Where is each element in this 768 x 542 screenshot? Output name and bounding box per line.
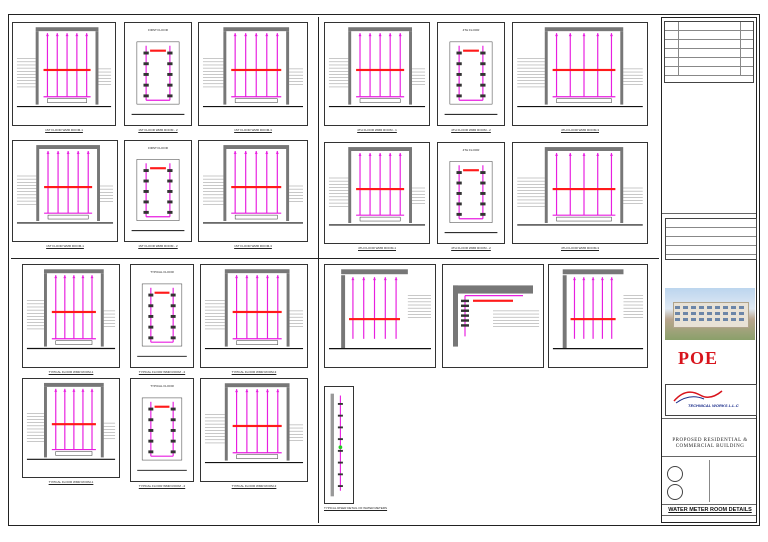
- detail-panel-p15: [200, 264, 308, 368]
- riser-drawing: [517, 147, 643, 226]
- riser-drawing: [328, 147, 426, 226]
- detail-panel-p9: [198, 140, 308, 242]
- approval-table: [665, 218, 757, 260]
- panel-caption: TYPICAL FLOOR WMR ROOM - 2: [138, 370, 186, 374]
- stamp-area: [665, 460, 755, 502]
- riser-drawing: [202, 27, 304, 108]
- detail-panel-p6: [512, 22, 648, 126]
- column-divider: [318, 17, 319, 523]
- project-title: PROPOSED RESIDENTIAL & COMMERCIAL BUILDI…: [672, 438, 748, 449]
- riser-drawing: [131, 41, 185, 115]
- detail-panel-p13: [22, 264, 120, 368]
- building-rendering: [665, 288, 755, 340]
- detail-panel-p16: [22, 378, 120, 478]
- riser-drawing: [204, 269, 304, 350]
- detail-panel-p12: [512, 142, 648, 244]
- riser-drawing: [328, 27, 426, 108]
- panel-caption: 1ST FLOOR WMR ROOM-1: [46, 244, 84, 248]
- consultant-name: POE: [678, 348, 719, 368]
- drawing-title: WATER METER ROOM DETAILS: [668, 507, 752, 513]
- panel-header: TYPICAL FLOOR: [150, 384, 174, 388]
- detail-panel-p21: [548, 264, 648, 368]
- riser-drawing: [444, 41, 498, 115]
- row-divider: [11, 258, 659, 259]
- riser-drawing: [330, 393, 343, 497]
- panel-caption: 4TH FLOOR WMR ROOM-3: [561, 128, 599, 132]
- detail-panel-p17: [130, 378, 194, 482]
- detail-panel-p8: [124, 140, 192, 242]
- riser-drawing: [202, 145, 303, 224]
- panel-caption: 4TH FLOOR WMR ROOM - 2: [451, 128, 491, 132]
- revision-table: [664, 21, 754, 83]
- detail-panel-p19: [324, 264, 436, 368]
- detail-panel-p18: [200, 378, 308, 482]
- panel-caption: TYPICAL FLOOR WMR ROOM - 2: [138, 484, 186, 488]
- contractor-mark-icon: [673, 390, 723, 404]
- panel-caption: TYPICAL FLOOR WMR ROOM-1: [48, 370, 94, 374]
- riser-drawing: [552, 269, 644, 350]
- panel-caption: TYPICAL FLOOR WMR ROOM-3: [231, 370, 277, 374]
- riser-drawing: [26, 382, 116, 460]
- contractor-name: TECHNICAL WORKS L.L.C: [688, 403, 739, 408]
- detail-panel-p4: [324, 22, 430, 126]
- riser-drawing: [137, 397, 187, 471]
- riser-drawing: [26, 269, 116, 350]
- riser-drawing: [329, 269, 431, 350]
- detail-panel-p5: [437, 22, 505, 126]
- panel-caption: TYPICAL FLOOR WMR ROOM-1: [48, 480, 94, 484]
- sheet-border: [8, 14, 760, 526]
- detail-panel-p7: [12, 140, 118, 242]
- panel-caption: 1ST FLOOR WMR ROOM - 2: [138, 244, 178, 248]
- detail-panel-p3: [198, 22, 308, 126]
- detail-panel-p11: [437, 142, 505, 244]
- panel-caption: 4TH FLOOR WMR ROOM - 2: [451, 246, 491, 250]
- panel-caption: TYPICAL RISER DETAIL OF WATER METERS: [324, 506, 388, 510]
- panel-header: FIRST FLOOR: [148, 28, 168, 32]
- panel-header: FIRST FLOOR: [148, 146, 168, 150]
- panel-caption: 1ST FLOOR WMR ROOM-3: [234, 244, 272, 248]
- detail-panel-p2: [124, 22, 192, 126]
- contractor-logo: TECHNICAL WORKS L.L.C: [665, 384, 757, 416]
- detail-panel-p20: [442, 264, 544, 368]
- panel-caption: 4TH FLOOR WMR ROOM-1: [358, 246, 396, 250]
- panel-caption: 1ST FLOOR WMR ROOM-3: [234, 128, 272, 132]
- panel-caption: 4TH FLOOR WMR ROOM-3: [561, 246, 599, 250]
- riser-drawing: [517, 27, 643, 108]
- panel-caption: 1ST FLOOR WMR ROOM - 2: [138, 128, 178, 132]
- panel-caption: 1ST FLOOR WMR ROOM-1: [45, 128, 83, 132]
- detail-panel-p1: [12, 22, 116, 126]
- riser-drawing: [204, 383, 304, 464]
- panel-header: 4TH FLOOR: [462, 148, 480, 152]
- panel-caption: 4TH FLOOR WMR ROOM - 1: [357, 128, 397, 132]
- panel-caption: TYPICAL FLOOR WMR ROOM-3: [231, 484, 277, 488]
- riser-drawing: [16, 145, 114, 224]
- riser-drawing: [444, 161, 498, 234]
- consultant-logo: POE: [668, 348, 752, 372]
- panel-header: 4TH FLOOR: [462, 28, 480, 32]
- riser-drawing: [137, 283, 187, 357]
- detail-panel-p22: [324, 386, 354, 504]
- detail-panel-p10: [324, 142, 430, 244]
- detail-panel-p14: [130, 264, 194, 368]
- riser-drawing: [453, 285, 540, 347]
- riser-drawing: [131, 159, 185, 232]
- panel-header: TYPICAL FLOOR: [150, 270, 174, 274]
- title-block: POE TECHNICAL WORKS L.L.C PROPOSED RESID…: [661, 17, 757, 523]
- riser-drawing: [16, 27, 112, 108]
